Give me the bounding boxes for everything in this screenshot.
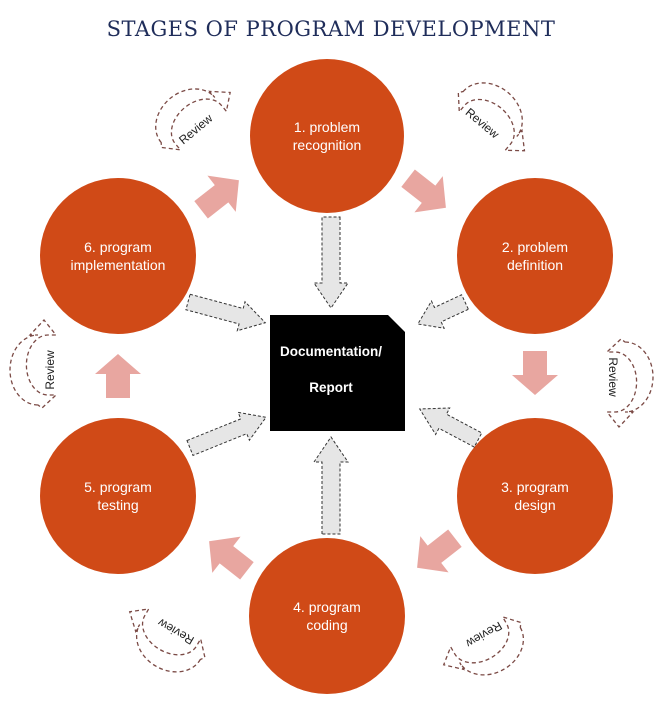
stage-circle-4 [249,538,405,694]
documentation-box [270,315,405,431]
stage-1-line1: 1. problem [294,119,360,135]
review-label-stage-3: Review [606,357,620,397]
flow-arrow-1-to-2 [401,169,446,213]
stage-4-line2: coding [306,617,347,633]
review-label-stage-1: Review [176,111,215,147]
diagram-title: STAGES OF PROGRAM DEVELOPMENT [107,17,556,41]
documentation-label-line2: Report [309,380,353,395]
review-label-stage-2: Review [463,105,502,141]
flow-arrow-5-to-6 [95,354,141,398]
stage-circle-3 [457,418,613,574]
stage-5-line2: testing [97,497,138,513]
doc-arrow-from-stage-2 [417,294,470,329]
doc-arrow-from-stage-3 [418,407,483,448]
stage-4-line1: 4. program [293,599,361,615]
review-arrow-stage-4-right: Review [442,615,525,676]
stage-2-line2: definition [507,257,563,273]
stage-circle-5 [40,418,196,574]
stage-6-line2: implementation [71,257,166,273]
doc-arrow-from-stage-6 [185,293,267,332]
flow-arrow-3-to-4 [417,529,462,573]
stage-circle-1 [250,59,404,213]
stage-6-line1: 6. program [84,239,152,255]
review-arrow-stage-3: Review [605,338,654,428]
stage-circle-2 [457,178,613,334]
stage-5-line1: 5. program [84,479,152,495]
review-arrow-stage-2: Review [457,82,526,152]
flow-arrow-4-to-5 [209,536,254,580]
review-arrow-stage-4-left: Review [128,608,206,673]
review-label-stage-5: Review [43,350,57,390]
review-arrow-stage-1: Review [155,88,231,151]
stage-1-line2: recognition [293,137,362,153]
stage-circle-6 [40,178,196,334]
stage-3-line2: design [514,497,555,513]
documentation-label-line1: Documentation/ [280,344,382,359]
doc-arrow-from-stage-1 [313,216,349,309]
flow-arrow-2-to-3 [512,351,558,395]
doc-arrow-from-stage-4 [313,436,349,535]
review-label-stage-4-left: Review [155,616,196,648]
review-label-stage-4-right: Review [463,619,504,651]
review-arrow-stage-5: Review [9,319,58,409]
stage-3-line1: 3. program [501,479,569,495]
doc-arrow-from-stage-5 [186,411,267,457]
stage-2-line1: 2. problem [502,239,568,255]
flow-arrow-6-to-1 [194,175,239,219]
